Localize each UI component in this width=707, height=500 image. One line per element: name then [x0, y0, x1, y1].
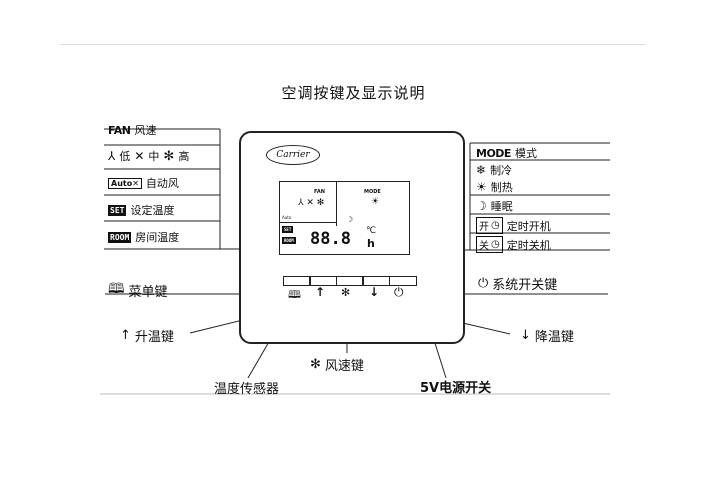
page-title: 空调按键及显示说明 [281, 84, 426, 102]
top-rule [60, 44, 646, 45]
power-icon: ⏻ [478, 276, 489, 291]
fan-mid-icon: ✕ [134, 149, 145, 163]
snowflake-icon: ❄ [476, 163, 487, 177]
callout-up: ↑ 升温键 [120, 328, 174, 345]
lcd-auto-label: Auto [282, 215, 292, 220]
fan-low-icon: ⅄ [108, 149, 116, 163]
fan-icon: ✻ [341, 286, 351, 299]
lcd-unit-h: h [367, 237, 375, 250]
legend-mode: MODE 模式 [476, 146, 537, 161]
arrow-down-icon: ↓ [369, 285, 380, 299]
legend-timer-on: 开◷ 定时开机 [476, 217, 551, 234]
moon-icon: ☽ [476, 199, 487, 213]
callout-switch: 5V电源开关 [420, 381, 492, 396]
lcd-set-label: SET [282, 226, 294, 233]
legend-set: SET 设定温度 [108, 204, 175, 217]
sun-icon: ☀ [476, 180, 487, 194]
legend-fan: FAN 风速 [108, 123, 157, 138]
callout-down: ↓ 降温键 [520, 328, 574, 345]
lcd-fan-label: FAN [314, 189, 325, 195]
legend-room: ROOM 房间温度 [108, 231, 180, 244]
arrow-down-icon: ↓ [520, 328, 531, 343]
fan-high-icon: ✻ [163, 148, 175, 164]
fan-icon: ✻ [310, 357, 321, 372]
fan-button[interactable] [335, 276, 364, 286]
lcd-display: FAN MODE ⅄ ✕ ✻ ☀ Auto ☽ SET ROOM 88.8 ℃ … [279, 181, 410, 255]
lcd-fan-icon: ⅄ ✕ ✻ [298, 198, 325, 208]
book-icon: 🕮 [288, 288, 301, 301]
callout-power: ⏻ 系统开关键 [478, 276, 558, 293]
clock-icon: ◷ [491, 220, 500, 231]
lcd-mode-label: MODE [364, 189, 381, 195]
lcd-room-label: ROOM [282, 237, 296, 244]
arrow-up-icon: ↑ [120, 328, 131, 343]
callout-menu: 🕮 菜单键 [108, 278, 168, 302]
power-button[interactable] [388, 276, 417, 286]
legend-cool: ❄ 制冷 [476, 163, 513, 177]
legend-sleep: ☽ 睡眠 [476, 199, 513, 213]
menu-button[interactable] [283, 276, 311, 286]
clock-icon: ◷ [491, 239, 500, 250]
legend-auto: Auto✕ 自动风 [108, 175, 179, 191]
lcd-unit-c: ℃ [366, 226, 377, 236]
lcd-digits: 88.8 [310, 229, 351, 249]
callout-sensor: 温度传感器 [214, 382, 280, 397]
legend-heat: ☀ 制热 [476, 180, 513, 194]
up-button[interactable] [309, 276, 338, 286]
lcd-moon-icon: ☽ [346, 215, 354, 224]
down-button[interactable] [362, 276, 391, 286]
legend-speeds: ⅄ 低 ✕ 中 ✻ 高 [108, 148, 190, 164]
callout-fan-key: ✻ 风速键 [310, 357, 364, 374]
book-icon: 🕮 [108, 281, 125, 297]
lcd-sun-icon: ☀ [371, 197, 380, 207]
power-icon: ⏻ [394, 285, 404, 299]
button-row [283, 276, 417, 286]
arrow-up-icon: ↑ [315, 285, 326, 299]
brand-logo: Carrier [266, 145, 320, 165]
fan-icon: ✕ [132, 178, 139, 188]
legend-timer-off: 关◷ 定时关机 [476, 236, 551, 253]
